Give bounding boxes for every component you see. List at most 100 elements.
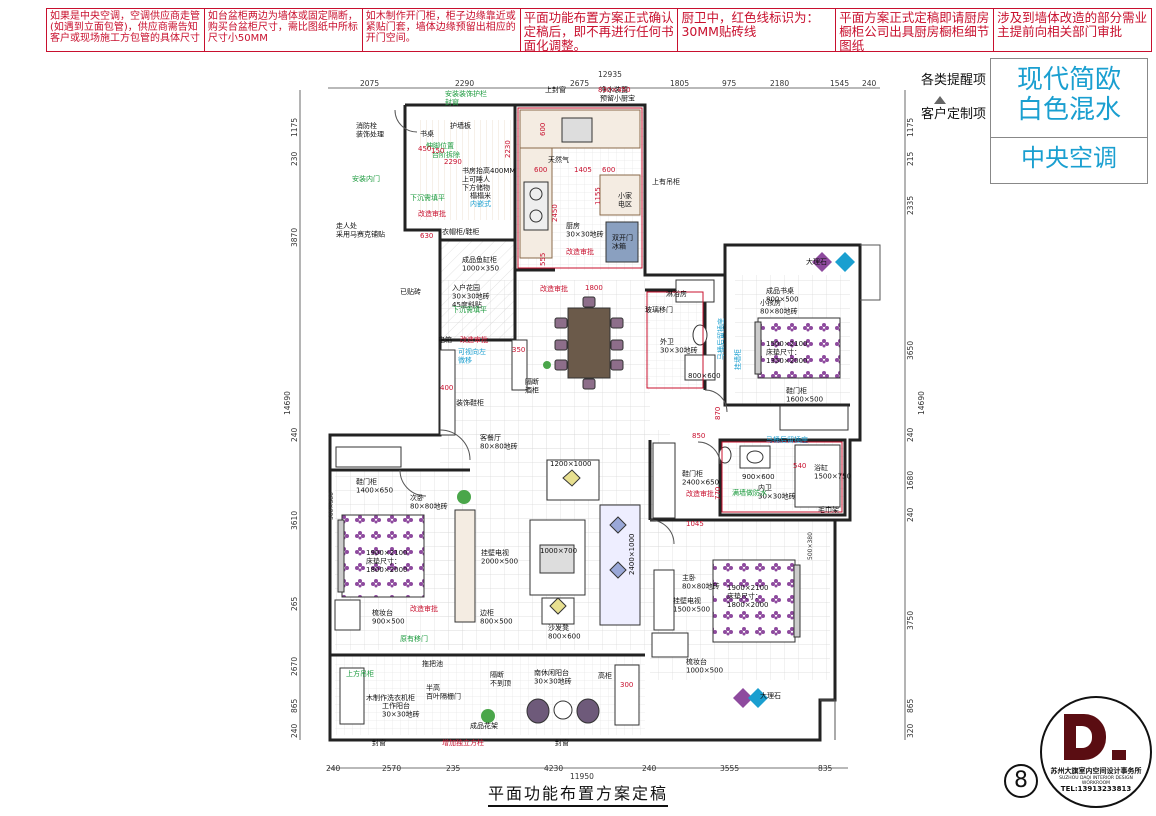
- label-paste-tile-line: 已贴砖: [400, 287, 421, 296]
- label-sofa: 2400×1000: [628, 534, 636, 576]
- dim-500380-left-line: 500×380: [328, 492, 335, 520]
- label-tv-wall2-line: 挂壁电视: [673, 596, 701, 605]
- dim-400: 400: [440, 384, 453, 392]
- label-work-balcony-line: 工作阳台: [382, 701, 410, 710]
- label-work-balcony-line: 30×30地砖: [382, 710, 420, 719]
- label-tv-wall2-line: 1500×500: [673, 606, 710, 614]
- label-frame-window-bl-line: 封窗: [372, 738, 386, 747]
- dim-850: 850: [692, 432, 705, 440]
- dim-150-line: 150: [431, 147, 444, 155]
- dim-bottom-seg-5: 240: [642, 764, 657, 773]
- label-marble-bottom: 大理石: [760, 691, 781, 700]
- label-gas: 天然气: [548, 155, 569, 164]
- label-water-purifier-line: 净水装置: [600, 85, 628, 94]
- dim-left-4: 240: [290, 427, 299, 442]
- dim-right-3: 2335: [906, 196, 915, 215]
- label-study-cabinet-line: 上可睡人: [462, 175, 490, 184]
- label-bed-master-line: 床垫尺寸：: [727, 592, 762, 601]
- label-fire-hydrant-line: 装饰处理: [356, 130, 384, 139]
- label-upper-cab2-line: 上方吊柜: [346, 669, 374, 678]
- label-side-table-line: 边柜: [480, 608, 494, 617]
- dim-1045: 1045: [686, 520, 704, 528]
- label-water-purifier-line: 预留小厨宝: [600, 94, 635, 103]
- label-toilet-backwall2: 马桶后留插座: [716, 318, 725, 360]
- label-dresser-line: 900×500: [372, 618, 405, 626]
- label-bed-second-line: 1800×2000: [366, 566, 408, 574]
- dim-600b: 600: [602, 166, 615, 174]
- dim-bottom-seg-4: 4230: [544, 764, 563, 773]
- dim-830450: 830×450: [598, 86, 631, 94]
- dim-2290-line: 2290: [444, 158, 462, 166]
- label-sink-fill-2-line: 下沉需填平: [452, 305, 487, 314]
- dim-300: 300: [620, 681, 633, 689]
- dim-770-line: 770: [714, 487, 722, 500]
- label-indep-column: 增加独立方柱: [442, 738, 484, 747]
- dim-555: 555: [539, 253, 547, 266]
- label-partition-wine: 隔断酒柜: [525, 377, 539, 395]
- label-desk-line: 书桌: [420, 129, 434, 138]
- label-tatami-line: 榻榻米: [470, 191, 491, 200]
- dim-left-8: 865: [290, 698, 299, 713]
- label-step-mark: 伸脚位置: [426, 141, 454, 150]
- label-coffee: 1000×700: [540, 547, 577, 555]
- dim-top-seg-7: 1545: [830, 79, 849, 88]
- dim-2450-line: 2450: [551, 204, 559, 222]
- label-shoe-cab2-line: 1600×500: [786, 396, 823, 404]
- label-approve-2: 改造审批: [566, 247, 594, 256]
- label-kitchen-line: 厨房: [566, 221, 580, 230]
- label-bed-master-line: 1900×2100: [727, 584, 769, 592]
- page-number: 8: [1004, 764, 1038, 798]
- label-original-door: 原有移门: [400, 634, 428, 643]
- label-bed-1500-line: 床垫尺寸：: [766, 348, 801, 357]
- dim-600b-line: 600: [602, 166, 615, 174]
- dim-1045-line: 1045: [686, 520, 704, 528]
- custom-label: 客户定制项: [920, 107, 986, 122]
- label-wardrobe2-line: 鞋门柜: [682, 469, 703, 478]
- label-bed-second-line: 1900×2100: [366, 549, 408, 557]
- fridge-icon: [605, 221, 639, 263]
- label-wall-cab: 挂墙柜: [733, 349, 742, 370]
- label-living-line: 80×80地砖: [480, 442, 518, 451]
- dim-bottom-seg-3: 235: [446, 764, 461, 773]
- label-marble-bottom-line: 大理石: [760, 691, 781, 700]
- dim-left-2: 230: [290, 151, 299, 166]
- label-step-mark-line: 伸脚位置: [426, 141, 454, 150]
- label-fish-tank-line: 成品鱼缸柜: [462, 255, 497, 264]
- dim-right-6: 1680: [906, 471, 915, 490]
- label-approve-4-line: 改造审批: [460, 335, 488, 344]
- label-balcony-south-line: 30×30地砖: [534, 677, 572, 686]
- label-basin2-line: 800×600: [688, 372, 721, 380]
- wardrobe-blocks: [334, 339, 849, 726]
- label-guard-board-line: 护墙板: [450, 121, 471, 130]
- label-bath-in-line: 30×30地砖: [758, 492, 796, 501]
- note-basin-size: 如台盆柜两边为墙体或固定隔断，购买台盆柜尺寸，需比图纸中所标尺寸小50MM: [205, 9, 363, 51]
- label-partition: 隔断不到顶: [490, 670, 511, 688]
- label-sofa-stool-line: 800×600: [548, 633, 581, 641]
- label-bed-1500-line: 1500×2100: [766, 340, 808, 348]
- label-electric-box-line: 电箱: [438, 335, 452, 344]
- note-cabinet-company: 平面方案正式定稿即请厨房橱柜公司出具厨房橱柜细节图纸: [836, 9, 995, 51]
- dim-bottom-seg-2: 2570: [382, 764, 401, 773]
- label-study-cabinet-line: 下方储物: [462, 183, 490, 192]
- dim-bottom-seg-7: 835: [818, 764, 833, 773]
- dim-540-line: 540: [793, 462, 806, 470]
- dim-450: 450: [418, 145, 431, 153]
- dim-870-line: 870: [714, 407, 722, 420]
- label-fridge: 双开门冰箱: [612, 233, 633, 251]
- style-box: 现代简欧白色混水 中央空调: [990, 58, 1148, 184]
- marble-icons: [733, 252, 855, 708]
- label-entry-garden-line: 30×30地砖: [452, 292, 490, 301]
- label-move-left-line: 微移: [458, 356, 472, 365]
- label-built-in: 内嵌式: [470, 199, 491, 208]
- label-bath-in-line: 内卫: [758, 483, 772, 492]
